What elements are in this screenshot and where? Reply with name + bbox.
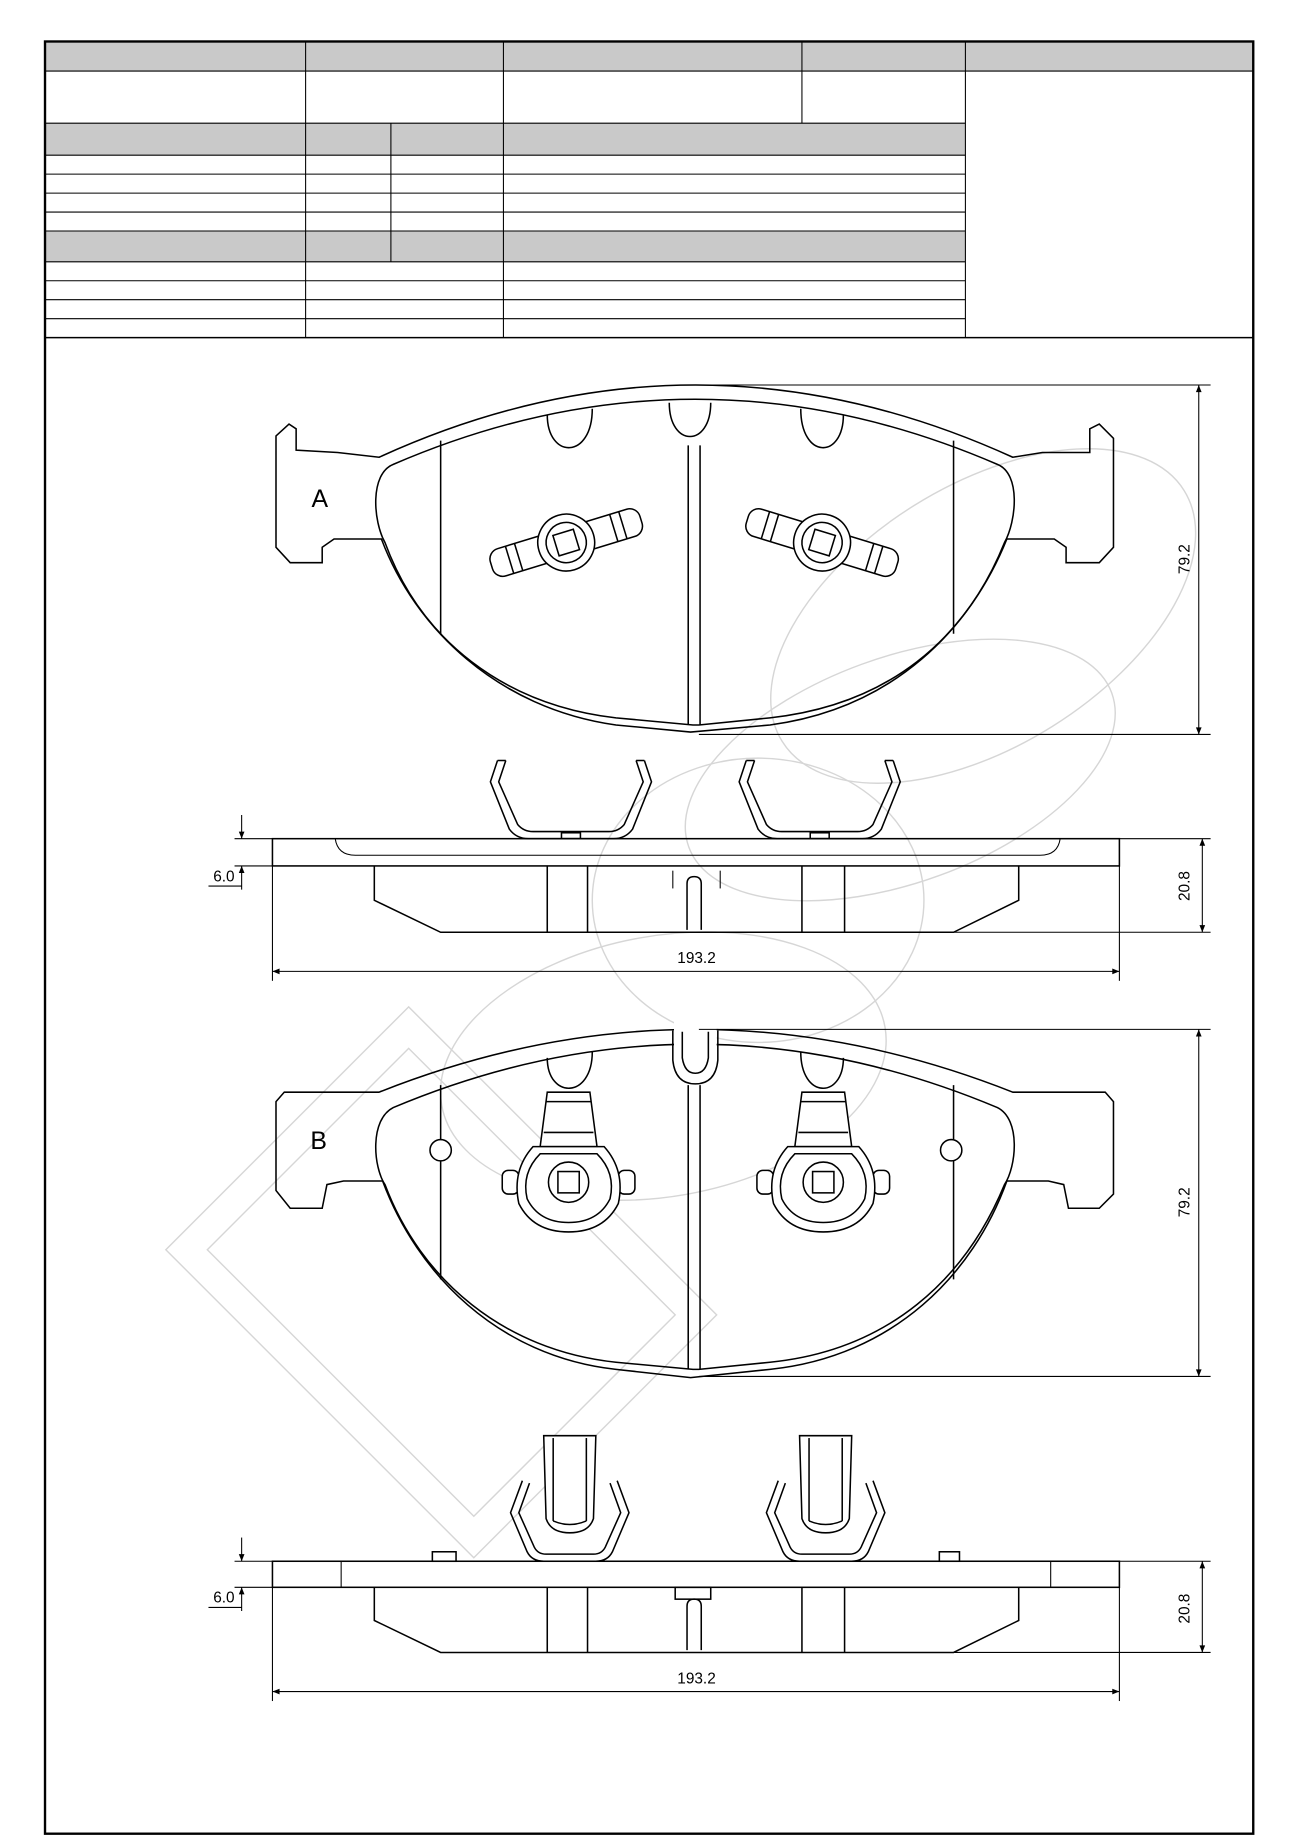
clip-body [516,1145,621,1233]
clip-lug-right [617,1169,636,1195]
watermark-ring-3 [591,757,925,1044]
clip-tongue [793,1091,853,1148]
clip-hub [547,1161,590,1204]
pad-a-side-view: 6.0 20.8 193.2 [208,759,1211,981]
clip-wire-inner [518,1482,622,1555]
clip-body [770,1145,876,1233]
pad-b-side-friction [373,1587,1020,1654]
dim-b-width-value: 193.2 [677,1670,715,1687]
pad-a-spring-clip-right [745,507,900,578]
pad-b-front-view: B 79.2 [275,1021,1211,1379]
pad-a-side-clip-left [489,759,653,840]
clip-wire-inner [773,1482,878,1555]
dim-a-width-value: 193.2 [677,950,715,967]
clip-tab [809,831,830,840]
pad-a-spring-clip-left [489,507,644,578]
clip-lug-left [756,1169,775,1195]
watermark-ring-4 [439,931,887,1201]
spec-table [45,41,1254,339]
watermark-diamond-outer [164,1005,718,1559]
clip-square-hole [811,1170,835,1194]
pad-b-side-clip-right [765,1434,886,1563]
pad-a-backing-plate [275,384,1115,733]
pad-a-top-notch-left [546,408,594,449]
view-label-b: B [310,1127,327,1155]
pad-b-center-notch-inner [681,1031,710,1074]
pad-a-side-backing-plate [271,837,1121,867]
clip-body-inner [779,1153,867,1224]
clip-arm-segment [504,546,515,574]
clip-arm-segment [608,514,619,542]
pad-b-friction-material [375,1043,1016,1371]
pad-b-top-notch-left [546,1051,594,1089]
pad-b-side-center-tab [674,1586,712,1600]
pad-b-side-backing-plate [271,1560,1121,1589]
watermark-logo [164,448,1197,1559]
dim-b-plate-value: 6.0 [213,1590,234,1607]
spec-table-section-header-2 [45,231,966,262]
pad-b-pin-hole-right [939,1138,963,1162]
pad-b-center-notch-outer [672,1030,719,1085]
pad-b-backing-plate [275,1028,1115,1379]
clip-lug-left [501,1169,520,1195]
pad-a-side-plate-edge [334,838,1061,856]
clip-holder [798,1434,853,1534]
pad-b-top-notch-right [799,1051,845,1089]
pad-b-side-view: 6.0 20.8 193.2 [208,1434,1211,1702]
clip-hub [792,513,852,572]
watermark-ring-1 [770,448,1197,784]
clip-arm-segment [513,543,524,571]
dim-a-thickness-value: 20.8 [1176,871,1193,901]
pad-b-side-pin-left [431,1551,457,1563]
view-label-a: A [312,485,329,513]
clip-hub [537,513,596,572]
clip-hub [802,1161,845,1204]
clip-body-inner [524,1153,613,1224]
clip-tongue [539,1091,598,1148]
sheet-border [43,40,1255,1835]
pad-a-side-center-slot [686,875,703,930]
pad-a-side-friction [373,865,1020,934]
clip-holder-base [552,1520,587,1526]
pad-b-side-clip-left [509,1434,630,1563]
watermark-ring-2 [684,638,1116,902]
clip-hub-inner [545,521,588,564]
clip-arm-segment [760,511,771,540]
spec-table-section-header-1 [45,123,966,156]
pad-b-center-notch-mask [674,1021,717,1057]
clip-square-hole [551,528,581,557]
clip-hub-inner [801,521,843,564]
clip-wire-outer [489,760,653,840]
clip-wire-inner [497,760,645,833]
clip-arm-segment [617,511,628,540]
clip-lug-right [872,1169,891,1195]
spec-table-header-row [45,41,1254,72]
clip-arm-segment [864,543,875,571]
dim-b-thickness-value: 20.8 [1176,1594,1193,1624]
watermark-diamond-inner [206,1047,677,1518]
dim-a-plate-value: 6.0 [213,868,234,885]
pad-a-front-view: A 79.2 [275,384,1211,735]
pad-a-friction-material [375,398,1016,726]
clip-tab [560,831,582,840]
dim-b-height-value: 79.2 [1176,1187,1193,1217]
clip-arm-segment [769,514,780,542]
pad-b-pin-hole-left [429,1138,453,1162]
dim-a-height-value: 79.2 [1176,544,1193,574]
pad-b-mount-clip-left [501,1091,636,1233]
pad-b-side-center-slot [686,1598,703,1651]
clip-holder [542,1434,597,1534]
pad-a-top-notch-right [799,408,845,449]
clip-wire-inner [746,760,893,833]
clip-square-hole [557,1170,581,1194]
pad-a-top-notch-center [668,402,712,438]
pad-b-mount-clip-right [756,1091,891,1233]
clip-square-hole [807,528,837,557]
pad-b-side-pin-right [938,1551,961,1563]
clip-arm-segment [873,546,884,574]
clip-holder-base [808,1520,843,1526]
